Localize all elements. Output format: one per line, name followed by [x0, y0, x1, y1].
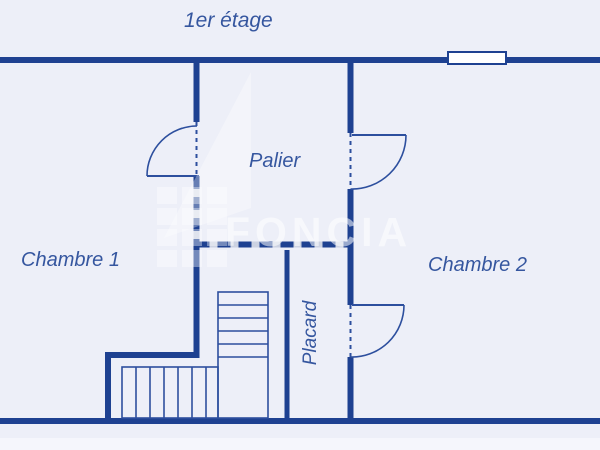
foncia-logo-watermark: [157, 72, 251, 267]
room-label-placard: Placard: [300, 300, 321, 366]
room-label-palier: Palier: [249, 150, 301, 172]
wall-top: [0, 57, 600, 63]
door-placard-arc: [350, 304, 405, 358]
floor-title: 1er étage: [184, 9, 273, 32]
wall-chambre2-lower: [347, 357, 354, 420]
door-chambre1-arc: [146, 125, 198, 177]
watermark-brand-text: FONCIA: [225, 209, 413, 255]
staircase: [121, 291, 269, 419]
wall-chambre2-mid: [347, 189, 354, 305]
room-label-chambre2: Chambre 2: [428, 254, 527, 276]
wall-chambre1-palier-upper: [193, 57, 200, 122]
room-label-chambre1: Chambre 1: [21, 249, 120, 271]
wall-chambre2-upper: [347, 57, 354, 133]
window: [447, 51, 507, 65]
door-chambre2-arc: [350, 134, 407, 190]
wall-stairwell-vertical: [105, 352, 111, 420]
bottom-margin-strip: [0, 438, 600, 450]
staircase-upper-flight: [217, 291, 269, 419]
wall-stairwell-horizontal: [105, 352, 200, 358]
watermark-sail-shape: [164, 72, 251, 238]
staircase-lower-flight: [121, 366, 219, 419]
watermark-window-grid: [157, 187, 227, 267]
wall-bottom: [0, 418, 600, 424]
wall-placard-left: [284, 250, 290, 420]
wall-chambre1-palier-lower: [193, 246, 200, 353]
